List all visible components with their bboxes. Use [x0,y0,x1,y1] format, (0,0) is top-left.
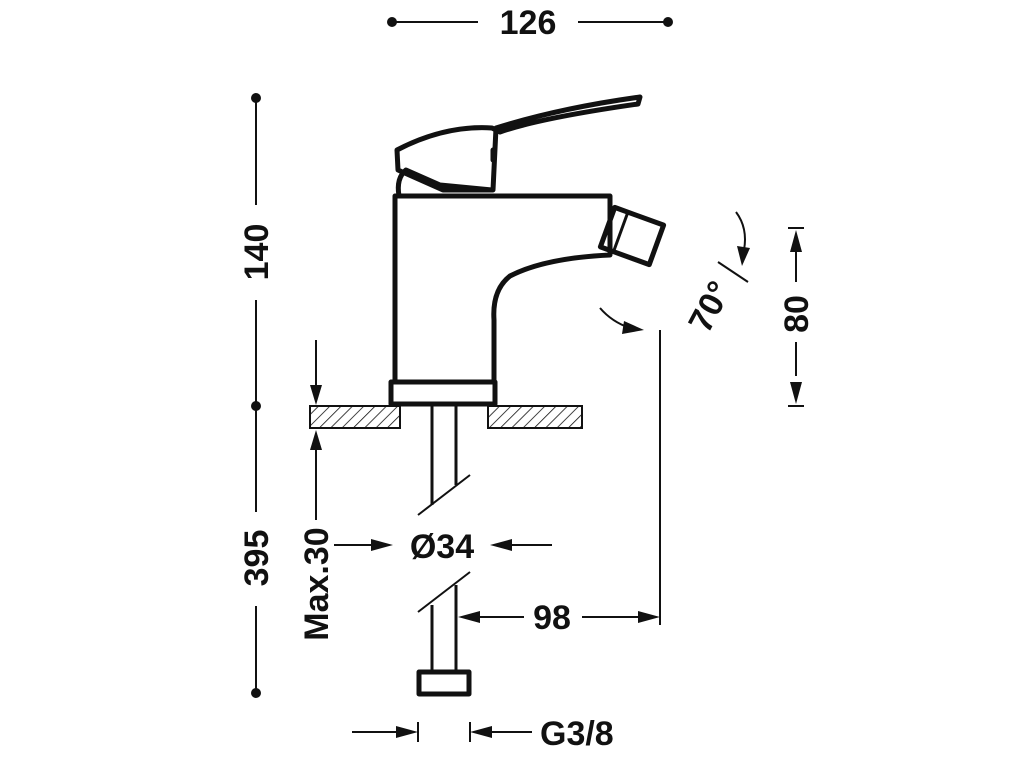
thread-arrow-left [396,726,418,738]
break-line-upper [417,474,471,516]
angle-arrow-lower [622,321,644,334]
body-cap [395,167,495,199]
angle-label: 70° [681,275,739,338]
outlet-arrow-down [790,382,802,404]
deck-arrow-up [310,430,322,450]
base-ring [388,379,498,407]
faucet-body [388,94,667,407]
spray-nozzle [597,204,667,268]
spout-height-label: 140 [238,224,276,281]
angle-arc-upper [735,211,746,251]
break-line-lower [417,571,471,613]
diameter-label: Ø34 [410,528,474,566]
angle-arrow-upper [737,246,750,266]
nozzle-ring-line [612,211,630,253]
deck-left [309,405,401,429]
thread-fitting [416,669,472,697]
dim-endpoint-right [663,17,673,27]
dim-endpoint-bottom [251,688,261,698]
deck-arrow-down [310,385,322,405]
total-length-label: 395 [238,530,276,587]
thread-label: G3/8 [540,715,614,753]
reach-arrow-right [638,611,660,623]
deck-thickness-label: Max.30 [298,527,336,640]
thread-dimension: G3/8 [352,715,614,753]
width-label: 126 [500,4,557,42]
reach-label: 98 [533,599,571,637]
diameter-dimension: Ø34 [334,528,552,566]
nozzle-body [597,204,667,268]
thread-arrow-right [470,726,492,738]
outlet-height-dimension: 80 [778,227,816,407]
deck-right [487,405,583,429]
deck-section [309,405,583,429]
reach-arrow-left [458,611,480,623]
body-outline [392,193,613,385]
height-dimensions: 140 395 [238,93,276,698]
angle-tick [717,261,749,283]
lever-handle [394,94,643,193]
reach-dimension: 98 [458,330,661,637]
supply-hoses [416,406,472,697]
deck-thickness-dimension: Max.30 [298,340,336,641]
width-dimension: 126 [387,4,673,42]
outlet-arrow-up [790,230,802,252]
diam-arrow-right [490,539,512,551]
outlet-height-label: 80 [778,295,816,333]
diam-arrow-left [371,539,393,551]
